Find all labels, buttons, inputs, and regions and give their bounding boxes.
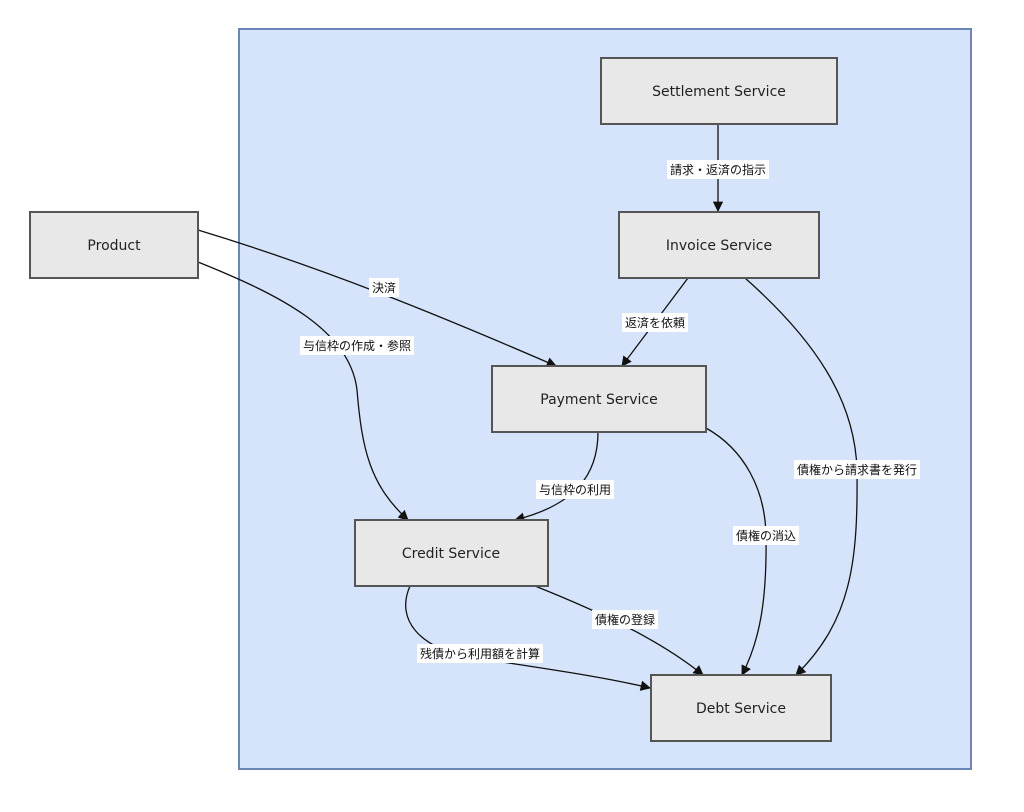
edge-label-payment-credit: 与信枠の利用 <box>535 480 615 499</box>
node-product[interactable]: Product <box>29 211 199 279</box>
node-invoice-label: Invoice Service <box>666 238 772 254</box>
edge-label-product-payment: 決済 <box>368 278 400 297</box>
edge-label-settlement-invoice: 請求・返済の指示 <box>666 160 770 179</box>
edge-label-payment-debt: 債権の消込 <box>732 526 800 545</box>
edge-label-credit-debt-register: 債権の登録 <box>591 610 659 629</box>
node-payment-label: Payment Service <box>540 392 657 408</box>
edge-label-invoice-payment: 返済を依頼 <box>621 313 689 332</box>
node-product-label: Product <box>87 238 141 254</box>
edge-label-invoice-debt: 債権から請求書を発行 <box>793 460 921 479</box>
svg-text:与信枠の作成・参照: 与信枠の作成・参照 <box>303 338 411 353</box>
svg-text:債権の登録: 債権の登録 <box>595 612 655 627</box>
svg-text:決済: 決済 <box>372 280 396 295</box>
svg-text:債権から請求書を発行: 債権から請求書を発行 <box>797 462 917 477</box>
svg-text:返済を依頼: 返済を依頼 <box>625 315 685 330</box>
svg-text:債権の消込: 債権の消込 <box>736 528 796 543</box>
node-invoice-service[interactable]: Invoice Service <box>618 211 820 279</box>
edge-label-product-credit: 与信枠の作成・参照 <box>299 336 415 355</box>
node-credit-label: Credit Service <box>402 546 500 562</box>
edge-label-credit-debt-calc: 残債から利用額を計算 <box>416 644 544 663</box>
node-debt-service[interactable]: Debt Service <box>650 674 832 742</box>
node-debt-label: Debt Service <box>696 701 786 717</box>
svg-text:請求・返済の指示: 請求・返済の指示 <box>670 162 766 177</box>
node-settlement-service[interactable]: Settlement Service <box>600 57 838 125</box>
edge-product-to-credit <box>197 261 409 521</box>
svg-text:与信枠の利用: 与信枠の利用 <box>539 483 611 497</box>
node-credit-service[interactable]: Credit Service <box>354 519 549 587</box>
node-settlement-label: Settlement Service <box>652 84 786 100</box>
node-payment-service[interactable]: Payment Service <box>491 365 707 433</box>
svg-text:残債から利用額を計算: 残債から利用額を計算 <box>420 646 540 661</box>
